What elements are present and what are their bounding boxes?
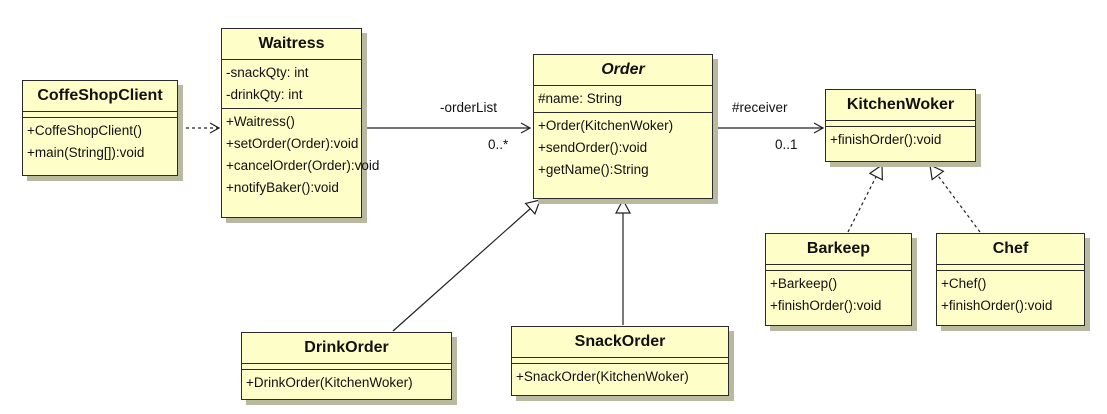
class-name: Barkeep (766, 234, 911, 265)
attributes-compartment (937, 265, 1084, 271)
operation: +getName():String (538, 162, 649, 177)
class-name: CoffeShopClient (23, 81, 177, 112)
class-barkeep: Barkeep +Barkeep() +finishOrder():void (765, 233, 912, 326)
operation: +Chef() (941, 276, 987, 291)
operation: +DrinkOrder(KitchenWoker) (246, 375, 413, 390)
class-drinkorder: DrinkOrder +DrinkOrder(KitchenWoker) (241, 332, 452, 400)
realization-barkeep-kitchenwoker (847, 163, 883, 233)
operation: +cancelOrder(Order):void (226, 158, 380, 173)
class-kitchenwoker: KitchenWoker +finishOrder():void (825, 89, 976, 162)
realization-chef-kitchenwoker (929, 163, 981, 233)
operations-compartment: +SnackOrder(KitchenWoker) (512, 364, 728, 390)
operations-compartment: +Barkeep() +finishOrder():void (766, 271, 911, 319)
operation: +finishOrder():void (830, 132, 942, 147)
class-chef: Chef +Chef() +finishOrder():void (936, 233, 1085, 326)
receiver-role-label: #receiver (732, 100, 788, 115)
operation: +SnackOrder(KitchenWoker) (516, 369, 689, 384)
operation: +main(String[]):void (27, 145, 145, 160)
generalization-drinkorder-order (392, 199, 541, 332)
orderlist-role-label: -orderList (440, 100, 498, 115)
attribute: -drinkQty: int (226, 87, 303, 102)
operation: +CoffeShopClient() (27, 123, 142, 138)
class-order: Order #name: String +Order(KitchenWoker)… (533, 54, 713, 199)
operations-compartment: +Chef() +finishOrder():void (937, 271, 1084, 319)
operations-compartment: +DrinkOrder(KitchenWoker) (242, 370, 451, 396)
class-name: Order (534, 55, 712, 86)
operation: +finishOrder():void (941, 298, 1053, 313)
operation: +finishOrder():void (770, 298, 882, 313)
receiver-multiplicity-label: 0..1 (775, 137, 798, 152)
class-name: Waitress (222, 29, 361, 60)
operation: +sendOrder():void (538, 140, 648, 155)
attributes-compartment (512, 358, 728, 364)
attributes-compartment (826, 121, 975, 127)
operations-compartment: +Waitress() +setOrder(Order):void +cance… (222, 109, 380, 201)
attribute: #name: String (538, 91, 623, 106)
class-name: DrinkOrder (242, 333, 451, 364)
orderlist-multiplicity-label: 0..* (488, 137, 509, 152)
operation: +setOrder(Order):void (226, 136, 359, 151)
operations-compartment: +finishOrder():void (826, 127, 975, 153)
attributes-compartment (766, 265, 911, 271)
operation: +Order(KitchenWoker) (538, 118, 674, 133)
class-name: SnackOrder (512, 327, 728, 358)
class-name: KitchenWoker (826, 90, 975, 121)
operations-compartment: +CoffeShopClient() +main(String[]):void (23, 118, 177, 166)
attributes-compartment (23, 112, 177, 118)
operation: +notifyBaker():void (226, 180, 339, 195)
operations-compartment: +Order(KitchenWoker) +sendOrder():void +… (534, 113, 712, 183)
attributes-compartment (242, 364, 451, 370)
class-coffeeshopclient: CoffeShopClient +CoffeShopClient() +main… (22, 80, 178, 176)
class-waitress: Waitress -snackQty: int -drinkQty: int +… (221, 28, 380, 218)
operation: +Barkeep() (770, 276, 838, 291)
operation: +Waitress() (226, 114, 295, 129)
attributes-compartment: -snackQty: int -drinkQty: int (222, 60, 361, 109)
class-snackorder: SnackOrder +SnackOrder(KitchenWoker) (511, 326, 729, 396)
class-name: Chef (937, 234, 1084, 265)
attributes-compartment: #name: String (534, 86, 712, 113)
attribute: -snackQty: int (226, 65, 309, 80)
